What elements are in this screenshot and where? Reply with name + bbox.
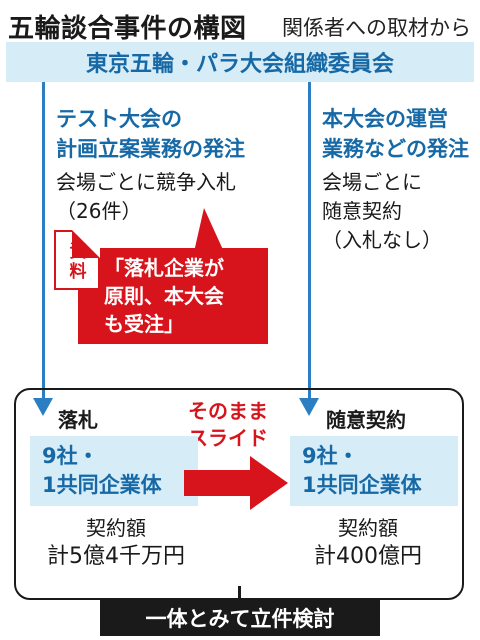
right-detail-line3: （入札なし） — [322, 228, 442, 252]
conclusion-banner: 一体とみて立件検討 — [100, 600, 380, 636]
right-box-label: 随意契約 — [326, 408, 406, 432]
right-box-line2: 1共同企業体 — [302, 473, 422, 497]
organizer-banner: 東京五輪・パラ大会組織委員会 — [6, 42, 474, 82]
left-flow-line — [42, 82, 45, 400]
right-box-line1: 9社・ — [302, 444, 359, 468]
left-heading-line1: テスト大会の — [56, 107, 182, 131]
right-detail-line2: 随意契約 — [322, 199, 402, 223]
right-amount: 契約額 計400億円 — [288, 514, 448, 572]
left-company-box: 9社・ 1共同企業体 — [30, 436, 198, 506]
conclusion-connector — [238, 586, 241, 602]
right-amount-value: 計400億円 — [314, 544, 422, 569]
right-heading-line2: 業務などの発注 — [322, 137, 469, 161]
left-amount-label: 契約額 — [86, 516, 146, 540]
left-detail-line1: 会場ごとに競争入札 — [56, 170, 236, 194]
left-detail-line2: （26件） — [56, 199, 142, 223]
right-detail-line1: 会場ごとに — [322, 170, 422, 194]
right-heading-line1: 本大会の運営 — [322, 107, 448, 131]
source-note: 関係者への取材から — [282, 16, 471, 40]
document-icon: 資料 — [54, 230, 100, 290]
slide-arrow — [184, 456, 288, 510]
document-quote-line3: も受注」 — [104, 312, 184, 336]
document-callout — [78, 248, 268, 344]
left-amount-value: 計5億4千万円 — [47, 544, 185, 569]
slide-caption-line1: そのまま — [188, 399, 268, 423]
right-company-box: 9社・ 1共同企業体 — [290, 436, 458, 506]
callout-pointer — [194, 208, 224, 252]
slide-caption: そのまま スライド — [188, 398, 268, 452]
left-heading-line2: 計画立案業務の発注 — [56, 137, 245, 161]
document-quote: 「落札企業が 原則、本大会 も受注」 — [104, 254, 224, 338]
slide-caption-line2: スライド — [188, 426, 268, 450]
left-amount: 契約額 計5億4千万円 — [36, 514, 196, 572]
left-box-label: 落札 — [58, 408, 98, 432]
right-amount-label: 契約額 — [338, 516, 398, 540]
diagram-title: 五輪談合事件の構図 — [8, 14, 247, 44]
document-fold — [72, 230, 100, 258]
left-flow-arrowhead — [33, 398, 53, 416]
right-flow-arrowhead — [299, 398, 319, 416]
document-quote-line2: 原則、本大会 — [104, 284, 224, 308]
left-box-line1: 9社・ — [42, 444, 99, 468]
document-icon-label: 資料 — [69, 242, 87, 282]
left-box-line2: 1共同企業体 — [42, 473, 162, 497]
document-quote-line1: 「落札企業が — [104, 256, 224, 280]
right-flow-line — [308, 82, 311, 400]
